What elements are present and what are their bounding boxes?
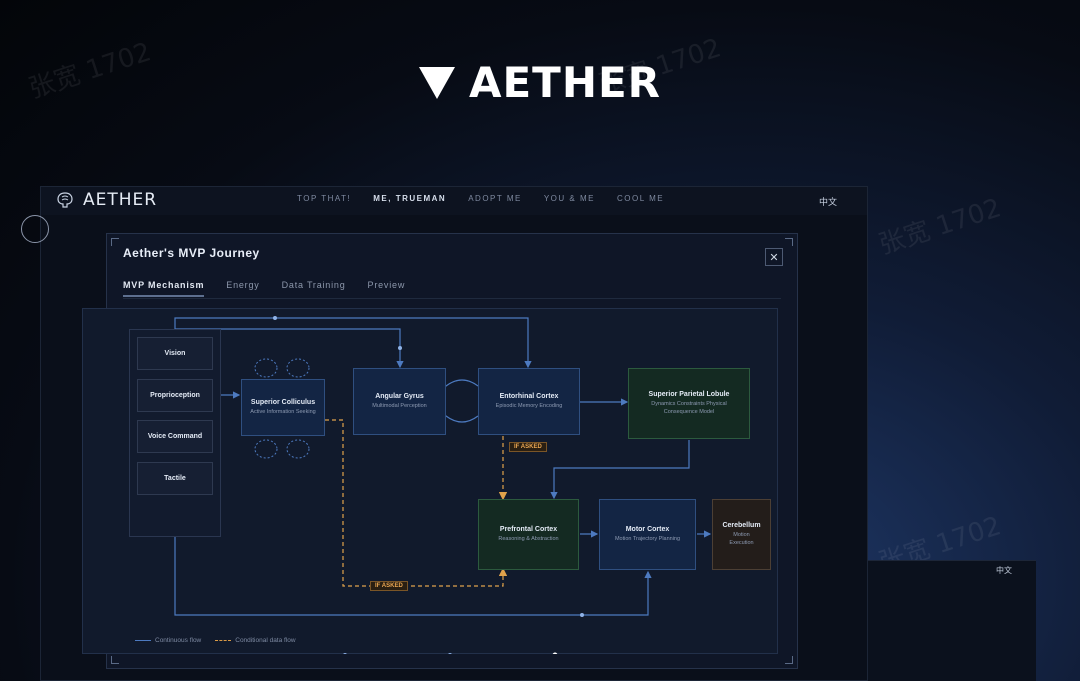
flow-connectors bbox=[174, 316, 712, 654]
brand[interactable]: AETHER bbox=[55, 190, 157, 210]
diagram-legend: Continuous flow Conditional data flow bbox=[135, 637, 296, 644]
conditional-flow-lines bbox=[325, 419, 508, 587]
node-title: Superior Parietal Lobule bbox=[648, 390, 730, 398]
node-title: Superior Colliculus bbox=[250, 398, 316, 406]
if-asked-tag: IF ASKED bbox=[370, 581, 408, 591]
node-title: Angular Gyrus bbox=[375, 392, 424, 400]
modal-title: Aether's MVP Journey bbox=[123, 246, 260, 260]
top-navbar: AETHER TOP THAT! ME, TRUEMAN ADOPT ME YO… bbox=[41, 187, 867, 215]
corner-bracket bbox=[785, 656, 793, 664]
flow-dots bbox=[273, 316, 584, 654]
node-prefrontal-cortex[interactable]: Prefrontal Cortex Reasoning & Abstractio… bbox=[478, 499, 579, 570]
dashed-line-icon bbox=[215, 639, 232, 641]
node-angular-gyrus[interactable]: Angular Gyrus Multimodal Perception bbox=[353, 368, 446, 435]
language-toggle[interactable]: 中文 bbox=[818, 197, 837, 207]
node-cerebellum[interactable]: Cerebellum Motion Execution bbox=[712, 499, 771, 570]
sensor-proprioception[interactable]: Proprioception bbox=[137, 379, 213, 412]
hero-title: AETHER bbox=[0, 58, 1080, 107]
legend-conditional: Conditional data flow bbox=[215, 637, 296, 644]
brain-logo-icon bbox=[57, 192, 73, 208]
corner-bracket bbox=[111, 238, 119, 246]
node-entorhinal-cortex[interactable]: Entorhinal Cortex Episodic Memory Encodi… bbox=[478, 368, 580, 435]
node-superior-parietal-lobule[interactable]: Superior Parietal Lobule Dynamics Constr… bbox=[628, 368, 750, 439]
tabs-divider bbox=[123, 298, 781, 299]
node-subtitle: Episodic Memory Encoding bbox=[495, 402, 563, 409]
node-title: Prefrontal Cortex bbox=[499, 525, 558, 533]
continuous-flow-lines bbox=[174, 317, 712, 616]
if-asked-tag: IF ASKED bbox=[509, 442, 547, 452]
tab-data-training[interactable]: Data Training bbox=[281, 280, 346, 290]
sensor-label: Proprioception bbox=[150, 392, 200, 399]
corner-bracket bbox=[111, 656, 119, 664]
node-superior-colliculus[interactable]: Superior Colliculus Active Information S… bbox=[241, 379, 325, 436]
seeking-loops bbox=[254, 358, 310, 459]
node-subtitle: Motion Trajectory Planning bbox=[614, 535, 681, 542]
node-subtitle: Multimodal Perception bbox=[372, 402, 427, 409]
node-title: Entorhinal Cortex bbox=[499, 392, 559, 400]
background-language-toggle[interactable]: 中文 bbox=[996, 566, 1012, 575]
side-nav-button[interactable] bbox=[21, 215, 49, 243]
nav-item-adopt-me[interactable]: ADOPT ME bbox=[468, 194, 522, 203]
node-title: Motor Cortex bbox=[625, 525, 670, 533]
node-motor-cortex[interactable]: Motor Cortex Motion Trajectory Planning bbox=[599, 499, 696, 570]
modal-tabs: MVP Mechanism Energy Data Training Previ… bbox=[123, 280, 405, 297]
sensor-label: Voice Command bbox=[147, 433, 203, 440]
nav-item-me-trueman[interactable]: ME, TRUEMAN bbox=[373, 194, 447, 203]
sensor-tactile[interactable]: Tactile bbox=[137, 462, 213, 495]
nav-item-cool-me[interactable]: COOL ME bbox=[616, 194, 665, 203]
watermark: 张宽 1702 bbox=[875, 193, 1005, 261]
legend-continuous-label: Continuous flow bbox=[155, 637, 202, 644]
close-icon: ✕ bbox=[769, 251, 779, 264]
node-subtitle: Motion Execution bbox=[729, 531, 754, 546]
close-button[interactable]: ✕ bbox=[765, 248, 783, 266]
legend-continuous: Continuous flow bbox=[135, 637, 201, 644]
sensor-voice-command[interactable]: Voice Command bbox=[137, 420, 213, 453]
node-subtitle: Dynamics Constraints Physical Consequenc… bbox=[651, 400, 727, 415]
sensor-label: Tactile bbox=[164, 475, 186, 482]
tab-mvp-mechanism[interactable]: MVP Mechanism bbox=[123, 280, 205, 297]
legend-conditional-label: Conditional data flow bbox=[235, 637, 296, 644]
background-window: 中文 bbox=[868, 560, 1036, 681]
node-title: Cerebellum bbox=[722, 521, 761, 529]
nav-item-you-and-me[interactable]: YOU & ME bbox=[543, 194, 595, 203]
triangle-logo-icon bbox=[418, 66, 455, 99]
tab-preview[interactable]: Preview bbox=[367, 280, 406, 290]
node-subtitle: Reasoning & Abstraction bbox=[498, 535, 559, 542]
node-subtitle: Active Information Seeking bbox=[250, 408, 316, 415]
tab-energy[interactable]: Energy bbox=[226, 280, 260, 290]
sensor-label: Vision bbox=[164, 350, 186, 357]
hero-title-text: AETHER bbox=[468, 58, 662, 107]
solid-line-icon bbox=[135, 639, 151, 641]
nav-item-top-that[interactable]: TOP THAT! bbox=[297, 194, 352, 203]
corner-bracket bbox=[785, 238, 793, 246]
sensor-vision[interactable]: Vision bbox=[137, 337, 213, 370]
main-nav: TOP THAT! ME, TRUEMAN ADOPT ME YOU & ME … bbox=[297, 194, 664, 203]
brand-name: AETHER bbox=[83, 190, 158, 210]
